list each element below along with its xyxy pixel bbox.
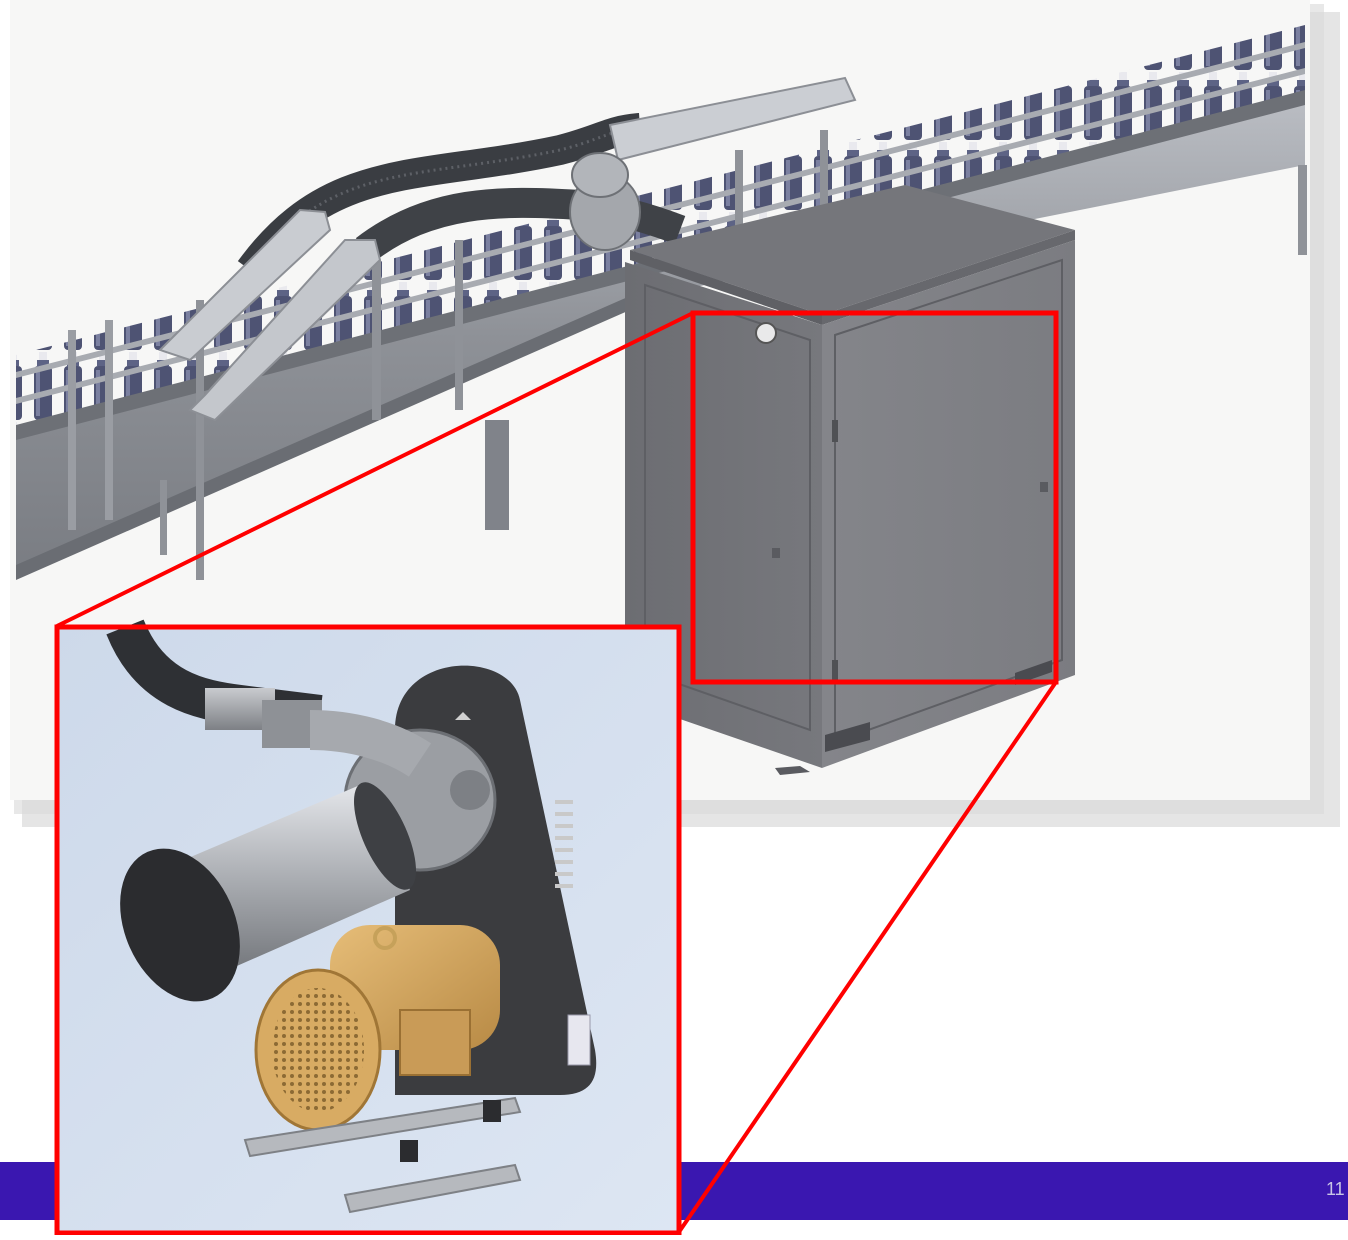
enclosure-top-edge-left bbox=[630, 250, 822, 325]
volute-outlet bbox=[309, 710, 432, 777]
callout-line-top bbox=[56, 311, 694, 628]
hinge bbox=[832, 660, 838, 682]
enclosure-door-side bbox=[644, 283, 811, 732]
lifting-eye bbox=[373, 926, 397, 950]
housing-vent bbox=[555, 800, 573, 888]
hinge bbox=[832, 420, 838, 442]
vibration-mount bbox=[483, 1100, 501, 1122]
callout-frame bbox=[690, 310, 1059, 685]
enclosure-front bbox=[822, 240, 1075, 768]
enclosure-top bbox=[630, 185, 1075, 315]
post bbox=[68, 330, 76, 530]
enclosure-top-edge-right bbox=[822, 230, 1075, 325]
arrow-label bbox=[455, 712, 471, 720]
motor-junction-box bbox=[399, 1009, 471, 1076]
post bbox=[105, 320, 113, 520]
leg bbox=[1298, 165, 1307, 255]
inset-blower-image bbox=[57, 618, 679, 1233]
post bbox=[735, 150, 743, 260]
enclosure-door-front bbox=[834, 258, 1063, 744]
door-handle bbox=[1040, 482, 1048, 492]
air-knife-assembly bbox=[158, 76, 857, 422]
inset-border bbox=[54, 624, 682, 1236]
base-rail-front bbox=[343, 1163, 522, 1214]
filter-end-cap bbox=[120, 848, 240, 1002]
vent bbox=[1015, 660, 1052, 685]
post bbox=[196, 300, 204, 580]
air-knife-right bbox=[608, 76, 857, 162]
motor-fan-cover bbox=[272, 988, 364, 1112]
filter-band bbox=[354, 782, 416, 890]
vent bbox=[825, 722, 870, 752]
post bbox=[820, 130, 828, 240]
base-rail-rear bbox=[243, 1096, 522, 1158]
leg bbox=[485, 420, 509, 530]
nameplate bbox=[567, 1014, 591, 1066]
page-number: 11 bbox=[1326, 1179, 1345, 1199]
callout-line-bottom bbox=[677, 680, 1058, 1234]
shaft-hub bbox=[450, 770, 490, 810]
door-handle bbox=[772, 548, 780, 558]
post bbox=[372, 260, 381, 420]
air-knife-upper bbox=[158, 208, 332, 362]
foot bbox=[775, 766, 810, 775]
hose-ribbing bbox=[248, 126, 641, 271]
indicator-light bbox=[755, 322, 777, 344]
conveyor-beam-edge bbox=[16, 296, 630, 580]
air-knife-lower bbox=[188, 239, 382, 422]
post bbox=[160, 480, 167, 555]
post bbox=[455, 240, 463, 410]
hose-manifold-top bbox=[571, 152, 629, 198]
vibration-mount bbox=[400, 1140, 418, 1162]
